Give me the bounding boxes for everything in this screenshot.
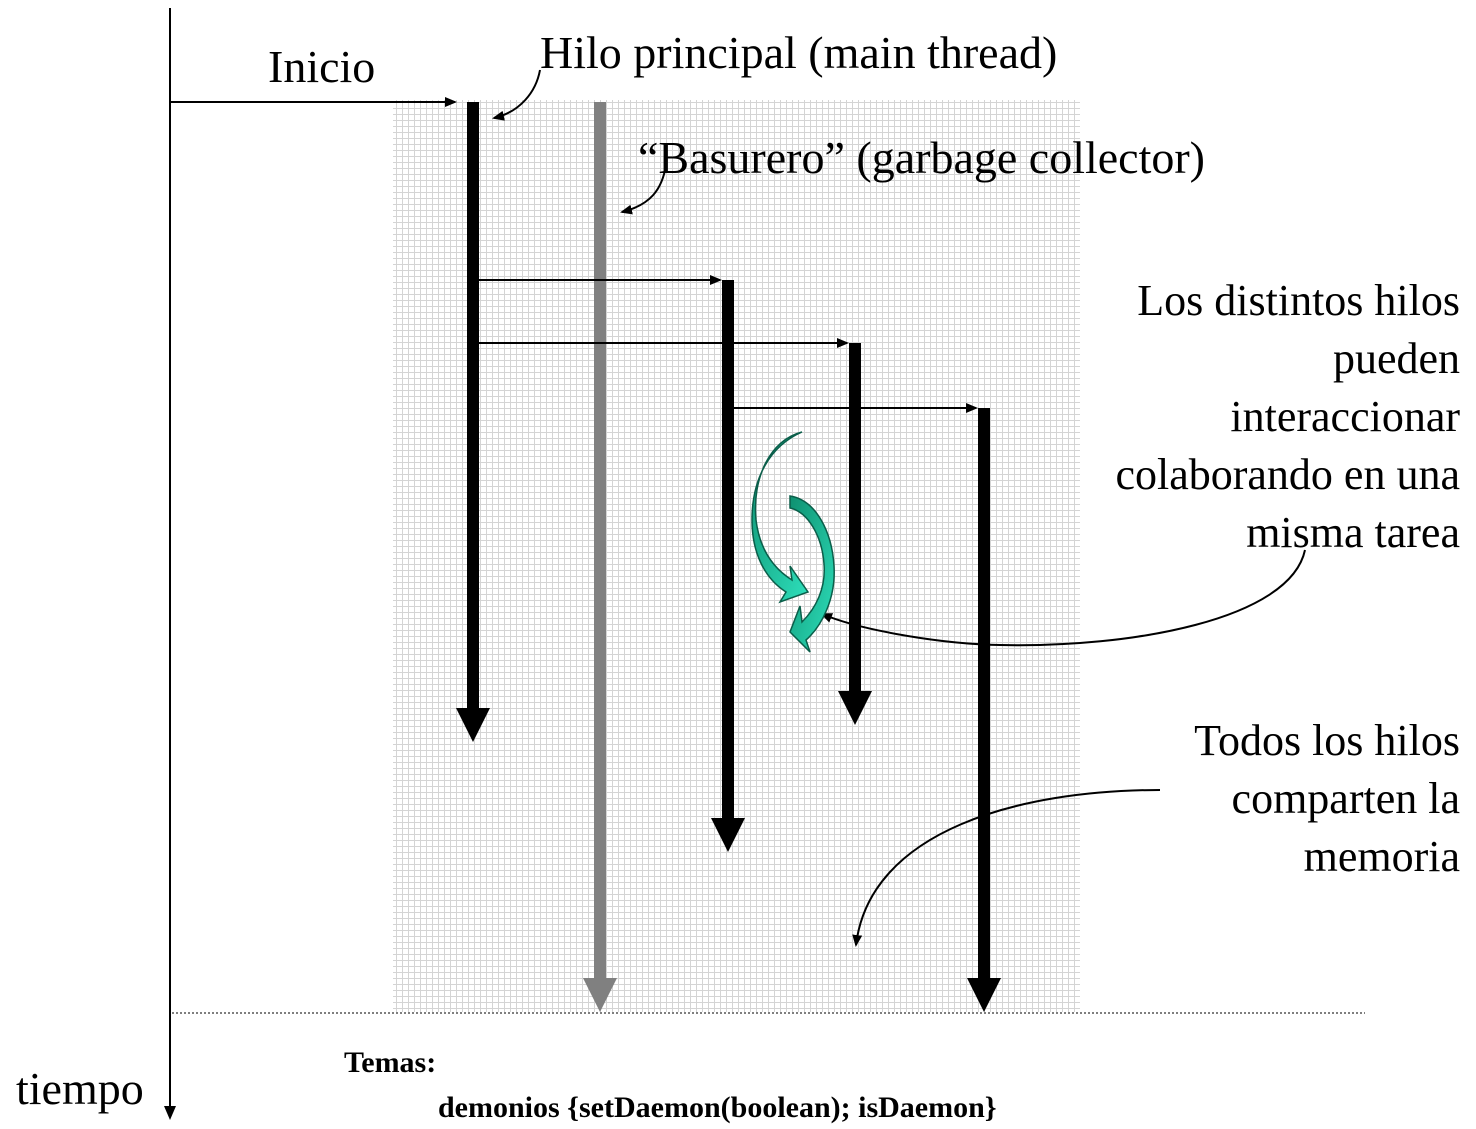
start-label: Inicio — [268, 41, 376, 92]
shared-memory-note-line-1: Todos los hilos — [1194, 716, 1460, 765]
time-axis-label: tiempo — [16, 1063, 144, 1114]
interaction-note-line-5: misma tarea — [1246, 508, 1460, 557]
interaction-cycle-icon — [751, 431, 835, 653]
topics-item: demonios {setDaemon(boolean); isDaemon} — [438, 1091, 997, 1124]
memory-area — [393, 100, 1080, 1012]
interaction-note-line-1: Los distintos hilos — [1137, 276, 1460, 325]
thread-3-arrow — [838, 343, 872, 725]
topics-title: Temas: — [344, 1046, 437, 1079]
main-thread-arrow — [456, 102, 490, 742]
shared-memory-callout — [852, 789, 1161, 947]
main-thread-callout — [492, 69, 541, 121]
interaction-note-line-4: colaborando en una — [1115, 450, 1460, 499]
garbage-collector-arrow — [583, 102, 617, 1012]
interaction-note-line-2: pueden — [1332, 334, 1460, 383]
time-axis-arrowhead — [164, 1106, 176, 1120]
thread-2-arrow — [711, 280, 745, 852]
interaction-note-line-3: interaccionar — [1230, 392, 1460, 441]
shared-memory-note: Todos los hilos comparten la memoria — [1194, 712, 1460, 886]
shared-memory-note-line-3: memoria — [1303, 832, 1460, 881]
main-thread-label: Hilo principal (main thread) — [540, 27, 1058, 78]
thread-4-arrow — [967, 408, 1001, 1012]
garbage-collector-label: “Basurero” (garbage collector) — [638, 132, 1206, 183]
interaction-callout — [820, 549, 1306, 647]
interaction-note: Los distintos hilos pueden interaccionar… — [1115, 272, 1460, 562]
shared-memory-note-line-2: comparten la — [1231, 774, 1460, 823]
garbage-collector-callout — [620, 164, 667, 215]
